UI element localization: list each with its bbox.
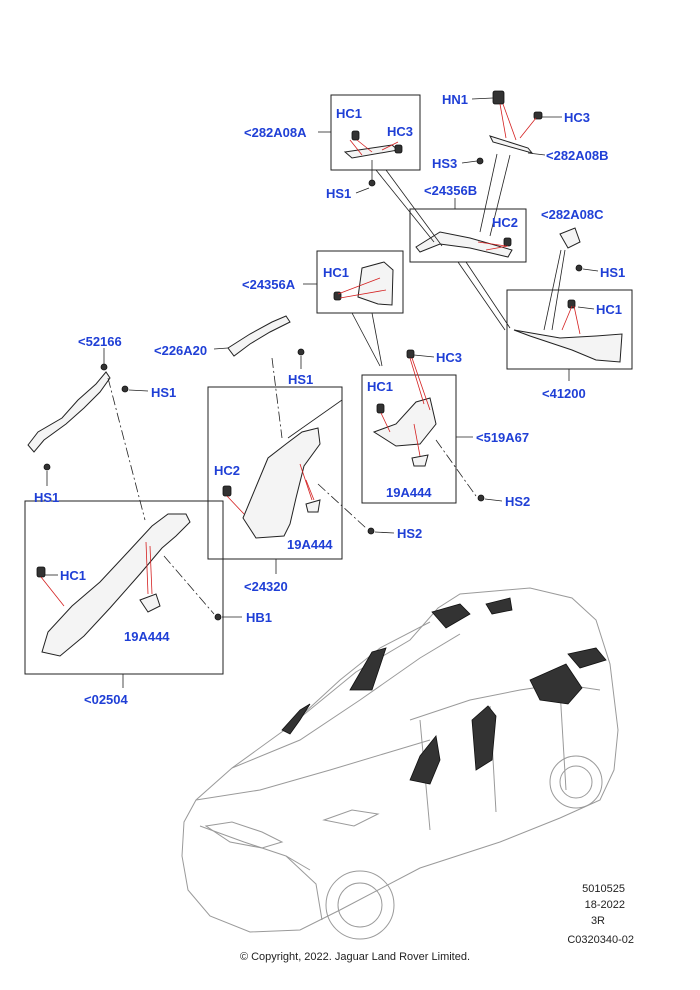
ref-line-3: 3R [591,915,605,927]
box-519a67 [361,374,457,504]
ref-line-2: 18-2022 [585,899,625,911]
label-hs2-mid[interactable]: HS2 [397,526,422,541]
label-hc2-24356b[interactable]: HC2 [492,215,518,230]
trim-519a67-part [372,349,485,502]
label-24320[interactable]: <24320 [244,579,288,594]
vehicle-illustration [181,587,619,940]
label-hs1-box1[interactable]: HS1 [326,186,351,201]
label-02504[interactable]: <02504 [84,692,129,707]
box-24320 [207,386,343,560]
label-hs1-left[interactable]: HS1 [34,490,59,505]
label-226a20[interactable]: <226A20 [154,343,207,358]
trim-24356b-part [415,231,513,258]
assembly-guide-lines [287,153,566,439]
ref-line-1: 5010525 [582,883,625,895]
bracket-282a08a-part [343,130,403,187]
label-hc1-02504[interactable]: HC1 [60,568,86,583]
label-hs1-282a08c[interactable]: HS1 [600,265,625,280]
label-hb1[interactable]: HB1 [246,610,272,625]
label-hc3-top[interactable]: HC3 [564,110,590,125]
label-hc3-box1[interactable]: HC3 [387,124,413,139]
label-24356b[interactable]: <24356B [424,183,477,198]
box-41200 [506,289,633,370]
label-hc3-519[interactable]: HC3 [436,350,462,365]
box-282a08a [330,94,421,171]
label-282a08a[interactable]: <282A08A [244,125,307,140]
label-hs3[interactable]: HS3 [432,156,457,171]
trim-24356a-part [333,261,394,306]
label-hc1-519[interactable]: HC1 [367,379,393,394]
label-19a444-24320[interactable]: 19A444 [287,537,333,552]
label-hs1-226a20[interactable]: HS1 [288,372,313,387]
label-hs2-right[interactable]: HS2 [505,494,530,509]
bracket-282a08c-part [559,227,583,272]
copyright-notice: © Copyright, 2022. Jaguar Land Rover Lim… [240,951,470,963]
ref-line-4: C0320340-02 [567,934,634,946]
label-hc2-24320[interactable]: HC2 [214,463,240,478]
strip-226a20-part [227,315,305,357]
label-19a444-02504[interactable]: 19A444 [124,629,170,644]
red-callout-lines [40,103,581,607]
label-41200[interactable]: <41200 [542,386,586,401]
label-hc1-box1[interactable]: HC1 [336,106,362,121]
strip-52166-part [27,363,129,471]
label-19a444-519[interactable]: 19A444 [386,485,432,500]
label-hs1-52166[interactable]: HS1 [151,385,176,400]
label-hc1-41200[interactable]: HC1 [596,302,622,317]
leader-lines [45,97,599,688]
label-282a08c[interactable]: <282A08C [541,207,604,222]
label-hn1[interactable]: HN1 [442,92,468,107]
label-519a67[interactable]: <519A67 [476,430,529,445]
box-02504 [24,500,224,675]
bracket-282a08b-part [476,90,543,165]
box-24356b [409,208,527,263]
pillar-02504-part [36,513,222,657]
label-hc1-24356a[interactable]: HC1 [323,265,349,280]
box-24356a [316,250,404,314]
label-52166[interactable]: <52166 [78,334,122,349]
pillar-24320-part [222,427,375,539]
label-24356a[interactable]: <24356A [242,277,296,292]
dash-dot-lines [107,357,477,615]
label-282a08b[interactable]: <282A08B [546,148,609,163]
